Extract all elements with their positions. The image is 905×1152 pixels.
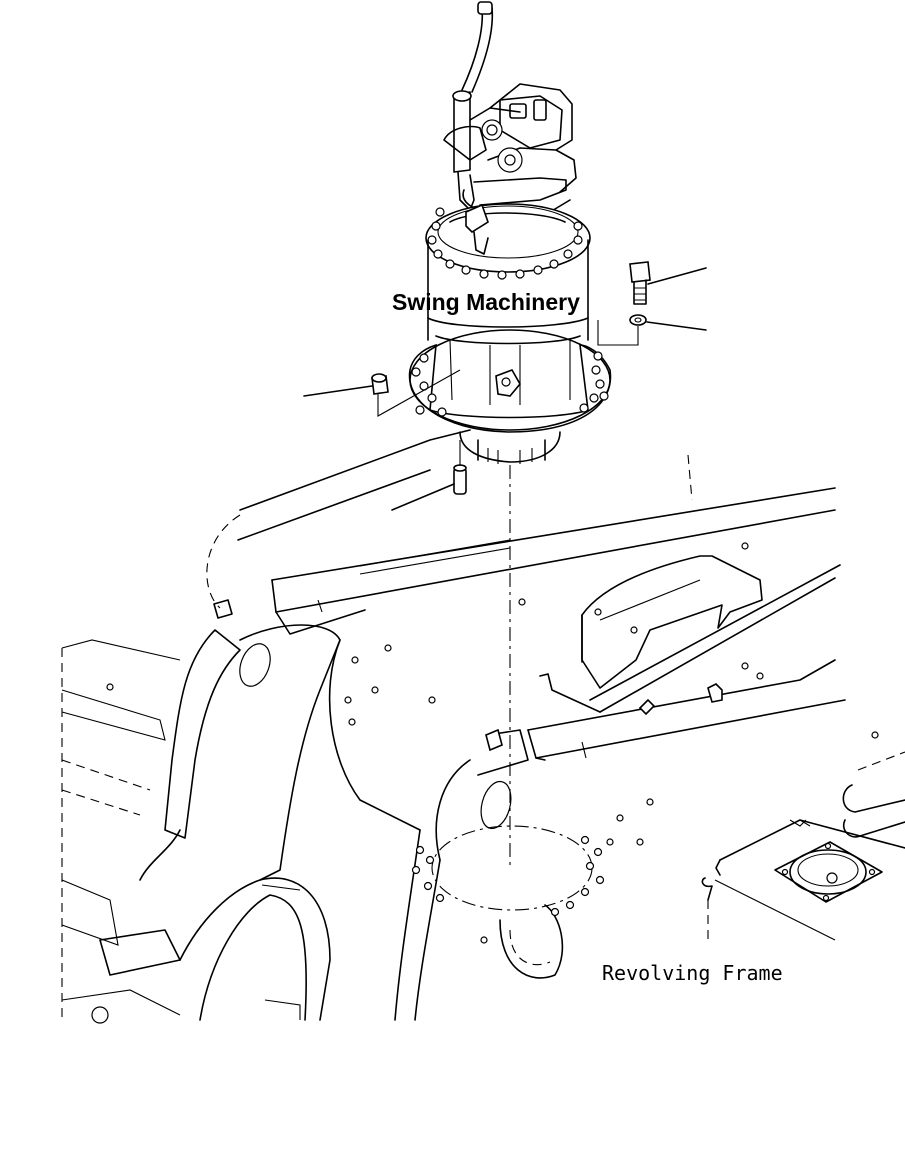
revolving-frame-label: Revolving Frame [602,961,783,985]
top-flange-bolts [427,207,583,280]
mount-flange-bolts [411,351,609,417]
ring-bolt-holes [411,798,654,944]
plug-part [303,369,461,417]
swing-machinery-drawing [408,1,612,870]
revolving-frame-drawing [61,429,905,1024]
washer-part [597,314,707,346]
dowel-pin-part [391,440,467,511]
swing-machinery-label: Swing Machinery [392,289,580,315]
bolt-part [629,261,707,305]
deck-holes [344,542,879,739]
